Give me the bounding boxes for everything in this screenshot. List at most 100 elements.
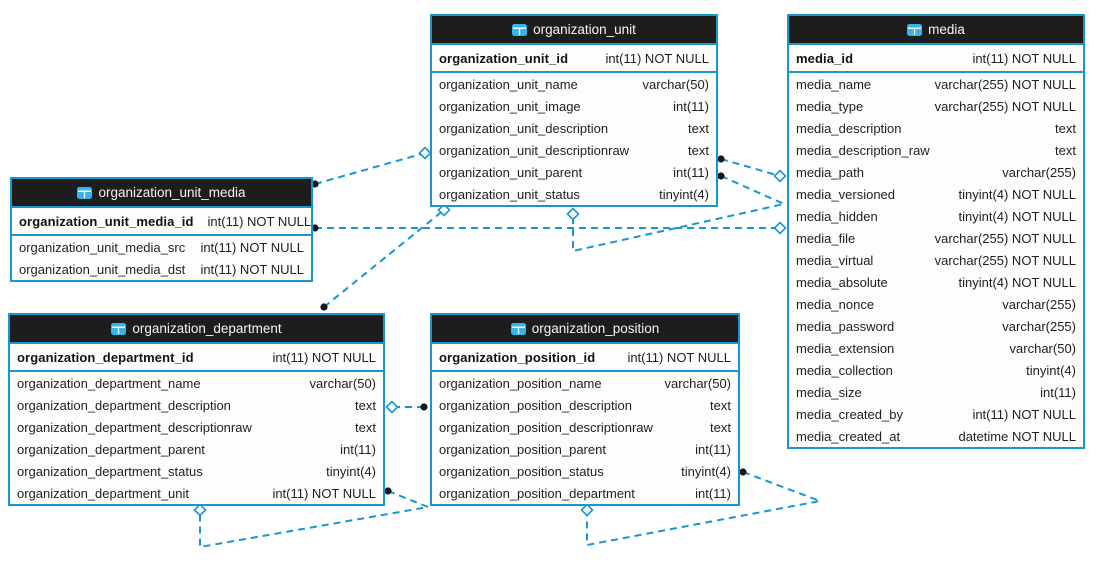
relationship-organization_department-to-organization_department[interactable]	[193, 487, 432, 549]
table-header-organization_unit_media[interactable]: organization_unit_media	[12, 179, 311, 208]
column-type: text	[710, 419, 731, 435]
column-type: int(11) NOT NULL	[200, 239, 304, 255]
table-header-organization_unit[interactable]: organization_unit	[432, 16, 716, 45]
table-organization_department[interactable]: organization_department organization_depa…	[8, 313, 385, 506]
column-row: organization_unit_media_src int(11) NOT N…	[12, 236, 311, 258]
relationship-organization_position-to-organization_department[interactable]	[385, 400, 428, 414]
column-row: organization_position_descriptionraw text	[432, 416, 738, 438]
column-type: varchar(255) NOT NULL	[934, 98, 1076, 114]
table-header-organization_department[interactable]: organization_department	[10, 315, 383, 344]
column-name: organization_department_descriptionraw	[17, 419, 252, 435]
column-name: organization_position_descriptionraw	[439, 419, 653, 435]
column-name: organization_unit_image	[439, 98, 581, 114]
table-organization_unit_media[interactable]: organization_unit_media organization_unit…	[10, 177, 313, 282]
column-type: int(11) NOT NULL	[605, 50, 709, 66]
column-type: tinyint(4)	[1026, 362, 1076, 378]
column-row: media_nonce varchar(255)	[789, 293, 1083, 315]
column-type: int(11) NOT NULL	[207, 213, 312, 229]
relationship-organization_unit_media-to-media[interactable]	[311, 221, 787, 235]
column-type: varchar(255)	[1002, 296, 1076, 312]
column-name: organization_position_description	[439, 397, 632, 413]
column-name: organization_unit_descriptionraw	[439, 142, 630, 158]
diamond-end-icon	[580, 503, 594, 517]
column-type: int(11)	[695, 485, 731, 501]
column-type: text	[688, 142, 709, 158]
table-title: organization_unit_media	[98, 185, 246, 200]
dot-end-icon	[717, 172, 725, 180]
column-type: tinyint(4)	[326, 463, 376, 479]
column-name: organization_position_status	[439, 463, 604, 479]
column-name: organization_unit_media_dst	[19, 261, 186, 277]
column-type: int(11)	[695, 441, 731, 457]
column-name: organization_unit_media_src	[19, 239, 186, 255]
table-title: media	[928, 22, 965, 37]
column-name: media_id	[796, 50, 854, 66]
column-name: media_created_at	[796, 428, 901, 444]
column-type: int(11)	[1040, 384, 1076, 400]
column-type: int(11)	[673, 164, 709, 180]
table-grid-icon	[512, 23, 528, 36]
table-organization_position[interactable]: organization_position organization_positi…	[430, 313, 740, 506]
column-type: text	[355, 397, 376, 413]
column-type: varchar(50)	[642, 76, 709, 92]
column-name: media_description	[796, 120, 902, 136]
column-name: media_path	[796, 164, 864, 180]
column-name: organization_unit_status	[439, 186, 580, 202]
column-name: organization_unit_name	[439, 76, 578, 92]
column-name: organization_department_id	[17, 349, 194, 365]
column-name: organization_unit_description	[439, 120, 609, 136]
column-name: media_virtual	[796, 252, 874, 268]
column-row: organization_unit_status tinyint(4)	[432, 183, 716, 205]
column-type: int(11)	[673, 98, 709, 114]
column-name: organization_department_parent	[17, 441, 205, 457]
column-row: organization_department_status tinyint(4)	[10, 460, 383, 482]
column-name: organization_unit_id	[439, 50, 569, 66]
column-name: media_size	[796, 384, 862, 400]
diamond-end-icon	[193, 503, 207, 517]
diamond-end-icon	[773, 169, 787, 183]
table-grid-icon	[77, 186, 93, 199]
column-row: organization_unit_media_dst int(11) NOT N…	[12, 258, 311, 280]
relationship-organization_unit-to-organization_unit[interactable]	[566, 172, 788, 253]
column-type: tinyint(4)	[659, 186, 709, 202]
column-type: int(11) NOT NULL	[200, 261, 304, 277]
column-name: media_type	[796, 98, 864, 114]
relationship-organization_position-to-organization_position[interactable]	[580, 468, 824, 547]
dot-end-icon	[717, 155, 725, 163]
table-title: organization_position	[531, 321, 660, 336]
dot-end-icon	[739, 468, 747, 476]
column-type: tinyint(4) NOT NULL	[958, 208, 1076, 224]
table-title: organization_department	[132, 321, 282, 336]
relationship-organization_department-to-organization_unit[interactable]	[320, 203, 451, 311]
column-row: organization_unit_descriptionraw text	[432, 139, 716, 161]
column-name: organization_unit_parent	[439, 164, 583, 180]
relationship-organization_unit-to-media[interactable]	[717, 155, 787, 183]
table-header-media[interactable]: media	[789, 16, 1083, 45]
table-header-organization_position[interactable]: organization_position	[432, 315, 738, 344]
column-name: organization_position_id	[439, 349, 596, 365]
column-row: organization_unit_name varchar(50)	[432, 73, 716, 95]
column-type: text	[688, 120, 709, 136]
column-name: organization_department_status	[17, 463, 203, 479]
column-type: varchar(255) NOT NULL	[934, 230, 1076, 246]
column-type: tinyint(4) NOT NULL	[958, 186, 1076, 202]
relationship-organization_unit_media-to-organization_unit[interactable]	[311, 146, 432, 188]
column-name: media_nonce	[796, 296, 875, 312]
dot-end-icon	[384, 487, 392, 495]
